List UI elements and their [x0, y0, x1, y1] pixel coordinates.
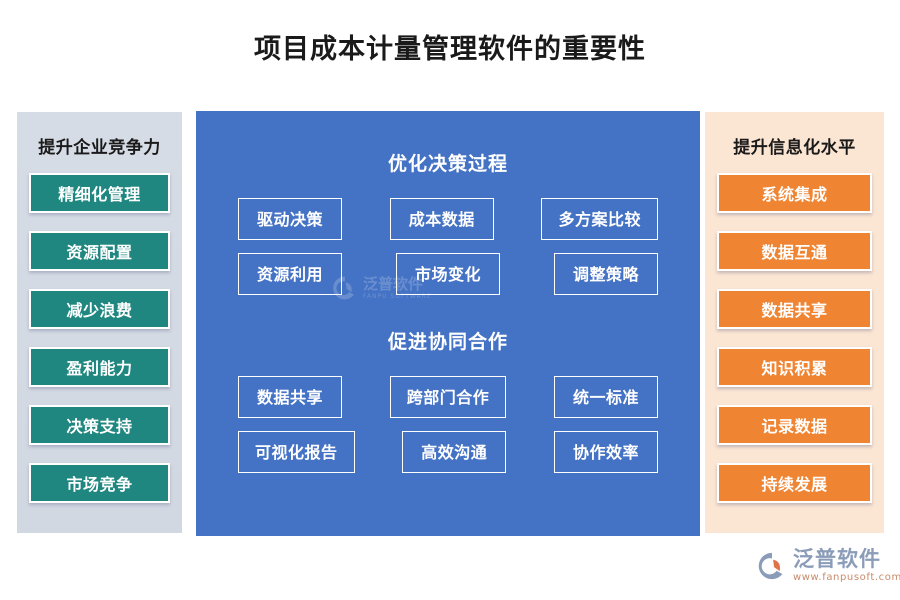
center-cell-collaboration-0-1[interactable]: 跨部门合作	[389, 376, 507, 418]
left-item-0[interactable]: 精细化管理	[29, 173, 170, 213]
right-column-panel: 提升信息化水平 系统集成 数据互通 数据共享 知识积累 记录数据 持续发展	[705, 112, 884, 533]
brand-mark-icon	[758, 552, 783, 580]
center-cell-collaboration-0-0[interactable]: 数据共享	[238, 376, 342, 418]
right-item-0[interactable]: 系统集成	[717, 173, 872, 213]
brand-logo: 泛普软件 www.fanpusoft.com	[757, 549, 900, 583]
center-row-collaboration-0: 数据共享 跨部门合作 统一标准	[238, 376, 658, 418]
left-item-1[interactable]: 资源配置	[29, 231, 170, 271]
right-item-5[interactable]: 持续发展	[717, 463, 872, 503]
center-cell-decision-0-2[interactable]: 多方案比较	[541, 198, 658, 240]
center-row-collaboration-1: 可视化报告 高效沟通 协作效率	[238, 431, 658, 473]
brand-name: 泛普软件	[793, 547, 881, 571]
center-grid-decision: 驱动决策 成本数据 多方案比较 资源利用 市场变化 调整策略	[196, 198, 700, 295]
right-item-4[interactable]: 记录数据	[717, 405, 872, 445]
left-column-panel: 提升企业竞争力 精细化管理 资源配置 减少浪费 盈利能力 决策支持 市场竞争	[17, 112, 182, 533]
center-cell-decision-1-0[interactable]: 资源利用	[238, 253, 342, 295]
center-grid-collaboration: 数据共享 跨部门合作 统一标准 可视化报告 高效沟通 协作效率	[196, 376, 700, 473]
right-column-list: 系统集成 数据互通 数据共享 知识积累 记录数据 持续发展	[705, 173, 884, 503]
center-cell-collaboration-1-0[interactable]: 可视化报告	[238, 431, 355, 473]
left-item-2[interactable]: 减少浪费	[29, 289, 170, 329]
page-title: 项目成本计量管理软件的重要性	[254, 34, 646, 65]
center-cell-collaboration-1-2[interactable]: 协作效率	[553, 431, 658, 473]
center-cell-decision-1-1[interactable]: 市场变化	[396, 253, 500, 295]
right-column-header: 提升信息化水平	[733, 138, 856, 158]
right-item-1[interactable]: 数据互通	[717, 231, 872, 271]
center-cell-decision-0-0[interactable]: 驱动决策	[238, 198, 342, 240]
center-cell-decision-1-2[interactable]: 调整策略	[554, 253, 658, 295]
center-cell-collaboration-1-1[interactable]: 高效沟通	[402, 431, 507, 473]
brand-url: www.fanpusoft.com	[793, 572, 900, 583]
right-item-3[interactable]: 知识积累	[717, 347, 872, 387]
left-item-5[interactable]: 市场竞争	[29, 463, 170, 503]
center-row-decision-1: 资源利用 市场变化 调整策略	[238, 253, 658, 295]
center-section-title-decision: 优化决策过程	[387, 153, 508, 175]
left-column-header: 提升企业竞争力	[38, 138, 161, 158]
left-column-list: 精细化管理 资源配置 减少浪费 盈利能力 决策支持 市场竞争	[17, 173, 182, 503]
left-item-3[interactable]: 盈利能力	[29, 347, 170, 387]
brand-text: 泛普软件 www.fanpusoft.com	[793, 549, 900, 583]
center-column-panel: 泛普软件 FANPU SOFTWARE 优化决策过程 驱动决策 成本数据 多方案…	[196, 111, 700, 536]
center-row-decision-0: 驱动决策 成本数据 多方案比较	[238, 198, 658, 240]
center-cell-collaboration-0-2[interactable]: 统一标准	[553, 376, 658, 418]
center-cell-decision-0-1[interactable]: 成本数据	[389, 198, 494, 240]
right-item-2[interactable]: 数据共享	[717, 289, 872, 329]
center-section-title-collaboration: 促进协同合作	[387, 331, 508, 353]
left-item-4[interactable]: 决策支持	[29, 405, 170, 445]
